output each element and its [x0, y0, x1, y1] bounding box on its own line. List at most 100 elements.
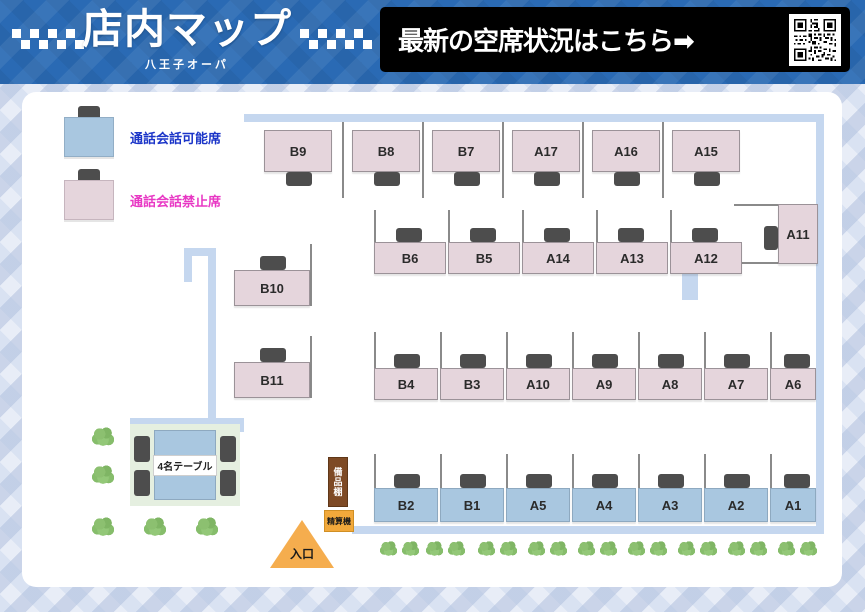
seat-desk[interactable]: A11: [778, 204, 818, 264]
seat-block-A4[interactable]: A4: [572, 454, 638, 522]
chair-icon: [394, 474, 420, 488]
chair-icon: [724, 354, 750, 368]
seat-block-A14[interactable]: A14: [522, 210, 596, 274]
desk-icon: [64, 180, 114, 220]
chair-icon: [470, 228, 496, 242]
seat-desk[interactable]: A4: [572, 488, 636, 522]
page-subtitle: 八王子オーパ: [145, 59, 229, 71]
seat-label: B3: [463, 376, 481, 392]
seat-label: A17: [534, 143, 558, 159]
availability-banner[interactable]: 最新の空席状況はこちら➡: [380, 7, 850, 72]
seat-label: A10: [526, 376, 550, 392]
seat-label: B1: [463, 497, 481, 513]
seat-divider: [422, 122, 424, 198]
seat-desk[interactable]: B3: [440, 368, 504, 400]
seat-block-A12[interactable]: A12: [670, 210, 744, 274]
seat-desk[interactable]: B1: [440, 488, 504, 522]
seat-desk[interactable]: A2: [704, 488, 768, 522]
seat-divider: [374, 210, 376, 272]
legend-label-no-call: 通話会話禁止席: [130, 193, 222, 209]
seat-block-B2[interactable]: B2: [374, 454, 440, 522]
seat-block-A5[interactable]: A5: [506, 454, 572, 522]
seat-desk[interactable]: B6: [374, 242, 446, 274]
seat-block-A8[interactable]: A8: [638, 332, 704, 400]
seat-desk[interactable]: B11: [234, 362, 310, 398]
seat-desk[interactable]: A13: [596, 242, 668, 274]
seat-block-B5[interactable]: B5: [448, 210, 522, 274]
seat-divider: [374, 332, 376, 400]
seat-desk[interactable]: A1: [770, 488, 816, 522]
seat-desk[interactable]: A10: [506, 368, 570, 400]
chair-icon: [544, 228, 570, 242]
chair-icon: [460, 354, 486, 368]
shrub-icon: [728, 540, 745, 556]
seat-desk[interactable]: B8: [352, 130, 420, 172]
seat-block-A9[interactable]: A9: [572, 332, 638, 400]
seat-block-B9[interactable]: B9: [264, 122, 344, 198]
seat-desk[interactable]: B9: [264, 130, 332, 172]
seat-block-A7[interactable]: A7: [704, 332, 770, 400]
seat-block-A10[interactable]: A10: [506, 332, 572, 400]
seat-desk[interactable]: A12: [670, 242, 742, 274]
legend-item-no-call: 通話会話禁止席: [64, 169, 222, 220]
chair-icon: [526, 474, 552, 488]
shrub-icon: [578, 540, 595, 556]
seat-block-B11[interactable]: B11: [234, 336, 314, 398]
seat-desk[interactable]: A5: [506, 488, 570, 522]
four-person-table[interactable]: 4名テーブル: [152, 430, 218, 500]
seat-desk[interactable]: A16: [592, 130, 660, 172]
shrub-icon: [196, 516, 218, 536]
seat-block-A11[interactable]: A11: [734, 204, 818, 266]
four-person-table-label: 4名テーブル: [152, 454, 218, 476]
payment-machine-box[interactable]: 精算機: [324, 510, 354, 532]
seat-desk[interactable]: B4: [374, 368, 438, 400]
seat-label: A13: [620, 250, 644, 266]
seat-desk[interactable]: A3: [638, 488, 702, 522]
seat-block-B8[interactable]: B8: [344, 122, 424, 198]
seat-divider: [440, 332, 442, 400]
seat-desk[interactable]: B10: [234, 270, 310, 306]
seat-desk[interactable]: A14: [522, 242, 594, 274]
seat-block-B1[interactable]: B1: [440, 454, 506, 522]
chair-icon: [220, 470, 236, 496]
seat-divider: [662, 122, 664, 198]
chair-icon: [260, 348, 286, 362]
seat-label: A16: [614, 143, 638, 159]
seat-desk[interactable]: A7: [704, 368, 768, 400]
shrub-icon: [700, 540, 717, 556]
seat-block-B4[interactable]: B4: [374, 332, 440, 400]
seat-divider: [596, 210, 598, 272]
seat-desk[interactable]: A15: [672, 130, 740, 172]
seat-desk[interactable]: A9: [572, 368, 636, 400]
seat-block-A3[interactable]: A3: [638, 454, 704, 522]
seat-desk[interactable]: B7: [432, 130, 500, 172]
seat-desk[interactable]: A17: [512, 130, 580, 172]
seat-desk[interactable]: A8: [638, 368, 702, 400]
seat-block-A6[interactable]: A6: [770, 332, 820, 400]
shrub-icon: [528, 540, 545, 556]
seat-block-B7[interactable]: B7: [424, 122, 504, 198]
seat-block-B3[interactable]: B3: [440, 332, 506, 400]
seat-block-B6[interactable]: B6: [374, 210, 448, 274]
seat-block-A13[interactable]: A13: [596, 210, 670, 274]
seat-block-A17[interactable]: A17: [504, 122, 584, 198]
seat-block-A2[interactable]: A2: [704, 454, 770, 522]
qr-code-icon[interactable]: [789, 14, 841, 66]
seat-block-A1[interactable]: A1: [770, 454, 820, 522]
seat-block-A16[interactable]: A16: [584, 122, 664, 198]
checker-decoration-right: [300, 28, 381, 50]
seat-label: A5: [529, 497, 547, 513]
shrub-icon: [500, 540, 517, 556]
seat-block-A15[interactable]: A15: [664, 130, 744, 190]
page-header: 店内マップ 八王子オーパ 最新の空席状況はこちら➡: [0, 0, 865, 84]
seat-desk[interactable]: B5: [448, 242, 520, 274]
seat-block-B10[interactable]: B10: [234, 244, 314, 306]
shrub-icon: [402, 540, 419, 556]
chair-icon: [592, 474, 618, 488]
chair-icon: [692, 228, 718, 242]
chair-icon: [618, 228, 644, 242]
wall-bottom: [352, 526, 824, 534]
seat-divider: [638, 332, 640, 400]
seat-desk[interactable]: B2: [374, 488, 438, 522]
seat-desk[interactable]: A6: [770, 368, 816, 400]
